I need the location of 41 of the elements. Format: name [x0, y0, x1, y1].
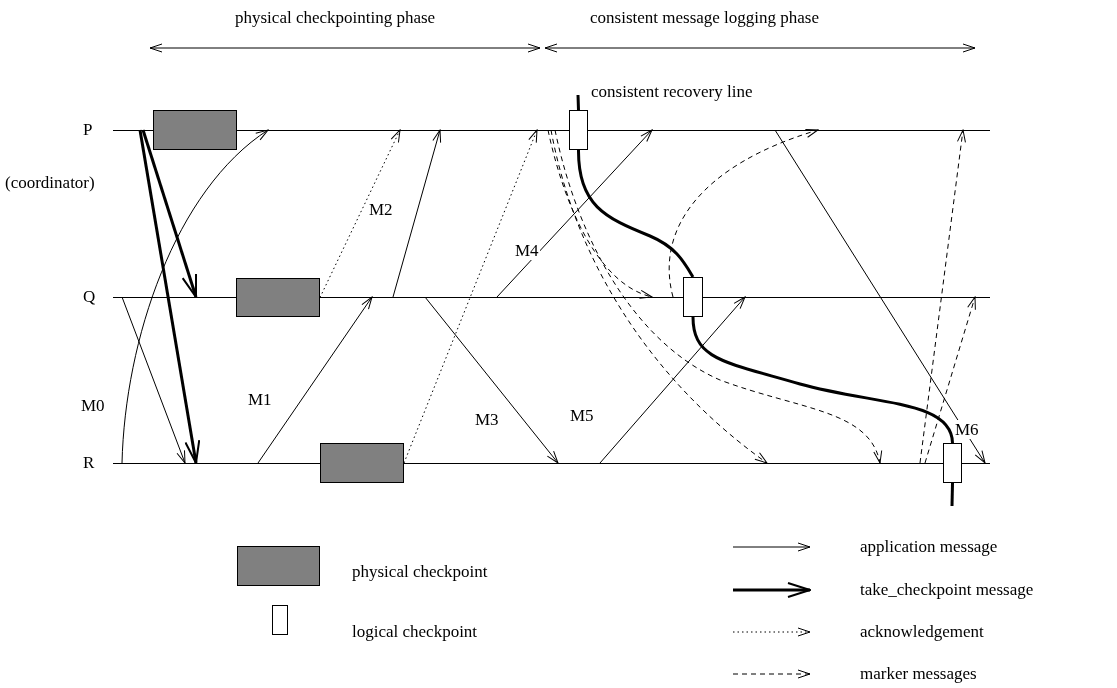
recovery-line — [950, 482, 954, 507]
message-arrow — [774, 129, 986, 464]
message-arrow — [257, 296, 373, 464]
legend-text: physical checkpoint — [352, 562, 488, 582]
process-role: (coordinator) — [5, 173, 95, 193]
message-arrow — [403, 129, 538, 464]
legend-text: take_checkpoint message — [860, 580, 1034, 600]
process-name: R — [83, 453, 95, 473]
message-arrow — [919, 129, 966, 464]
legend-text: acknowledgement — [860, 622, 984, 642]
legend-text: marker messages — [860, 664, 977, 684]
message-arrow — [121, 129, 269, 464]
message-arrow — [138, 129, 201, 464]
message-arrow — [496, 129, 653, 298]
logical-checkpoint-box — [943, 443, 962, 483]
recovery-line-label: consistent recovery line — [591, 82, 753, 102]
recovery-line — [576, 94, 580, 111]
message-arrow — [424, 296, 559, 464]
legend-text: logical checkpoint — [352, 622, 478, 642]
edge-label: M6 — [954, 420, 980, 439]
message-arrow — [554, 129, 881, 464]
message-arrow — [550, 129, 768, 464]
message-arrow — [392, 129, 442, 298]
message-arrow — [547, 129, 653, 298]
physical-checkpoint-box — [153, 110, 237, 150]
phase-label: physical checkpointing phase — [235, 8, 436, 28]
message-arrow — [141, 129, 198, 298]
message-arrow — [668, 129, 819, 298]
recovery-line — [691, 316, 954, 444]
process-name: Q — [83, 287, 96, 307]
legend-text: application message — [860, 537, 998, 557]
logical-checkpoint-box — [683, 277, 703, 317]
message-arrow — [599, 296, 746, 464]
recovery-line — [577, 149, 695, 278]
physical-checkpoint-box — [320, 443, 404, 483]
process-name: P — [83, 120, 93, 140]
logical-checkpoint-box — [569, 110, 588, 150]
phase-label: consistent message logging phase — [590, 8, 819, 28]
message-arrow — [924, 296, 976, 464]
message-arrow — [121, 296, 186, 464]
physical-checkpoint-box — [236, 278, 320, 317]
